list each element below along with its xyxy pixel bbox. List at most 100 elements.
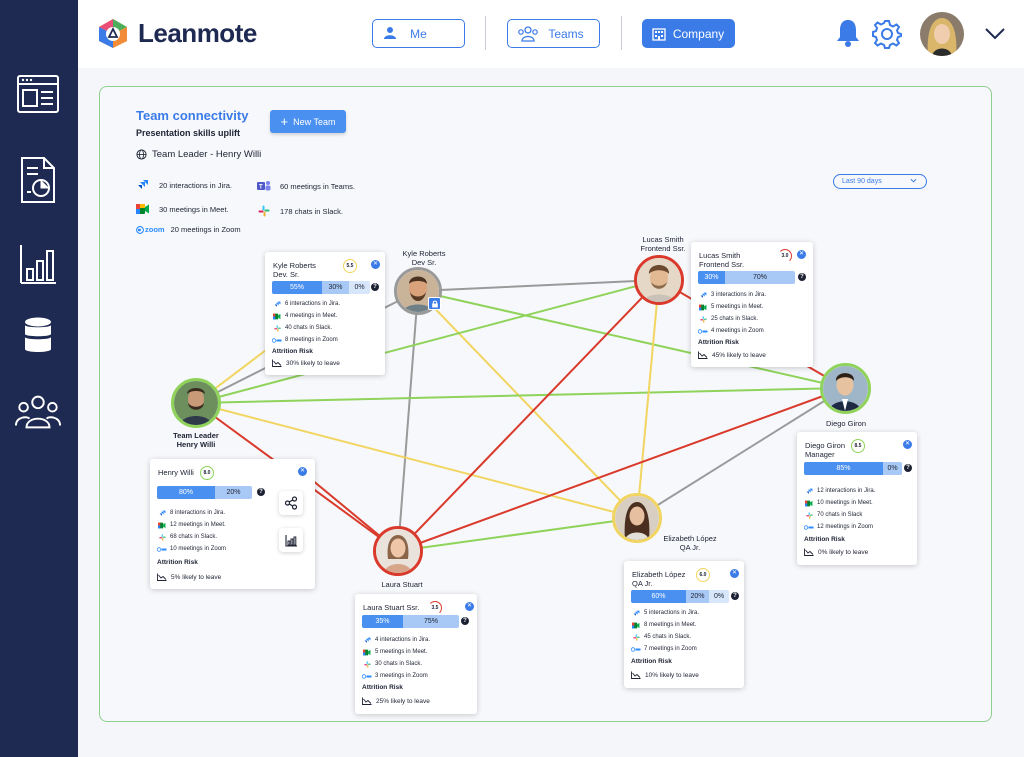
close-icon[interactable]: ✕	[797, 250, 806, 259]
help-icon[interactable]: ?	[904, 464, 912, 472]
stat-zoom: 7 meetings in Zoom	[631, 645, 697, 653]
help-icon[interactable]: ?	[461, 617, 469, 625]
jira-icon	[272, 301, 282, 308]
stat-meet: 10 meetings in Meet.	[804, 499, 873, 507]
node-label-diego: Diego Giron	[825, 419, 867, 428]
stat-zoom: 3 meetings in Zoom	[362, 672, 428, 680]
avatar-elizabeth-lopez[interactable]	[612, 493, 662, 543]
lock-icon	[428, 297, 441, 310]
jira-icon	[698, 292, 708, 299]
stat-jira: 3 interactions in Jira.	[698, 291, 766, 299]
stat-slack: 25 chats in Slack.	[698, 315, 758, 323]
team-users-icon[interactable]	[14, 388, 62, 436]
close-icon[interactable]: ✕	[465, 602, 474, 611]
help-icon[interactable]: ?	[798, 273, 806, 281]
nav-divider	[621, 16, 622, 50]
attrition-value: 5% likely to leave	[157, 573, 221, 581]
new-team-button[interactable]: + New Team	[270, 110, 346, 133]
brand-name: Leanmote	[138, 17, 257, 48]
engagement-bar: 55% 30% 0%	[272, 281, 370, 294]
database-icon[interactable]	[14, 312, 62, 360]
nav-company-label: Company	[672, 26, 725, 41]
stat-meet: 12 meetings in Meet.	[157, 521, 226, 529]
engagement-bar: 60% 20% 0%	[631, 590, 729, 603]
stat-slack: 178 chats in Slack.	[257, 204, 343, 218]
jira-icon	[631, 610, 641, 617]
avatar-lucas-smith[interactable]	[634, 255, 684, 305]
zoom-icon	[631, 646, 641, 652]
stat-slack: 40 chats in Slack.	[272, 324, 332, 332]
google-meet-icon	[362, 649, 372, 656]
stat-jira: 20 interactions in Jira.	[136, 178, 232, 192]
browser-window-icon[interactable]	[14, 70, 62, 118]
stat-meet: 8 meetings in Meet.	[631, 621, 696, 629]
stat-zoom: 4 meetings in Zoom	[698, 327, 764, 335]
trend-chart-icon	[362, 697, 372, 705]
stat-slack: 70 chats in Slack	[804, 511, 862, 519]
leanmote-logo-icon	[99, 19, 127, 48]
help-icon[interactable]: ?	[371, 283, 379, 291]
attrition-value: 10% likely to leave	[631, 671, 699, 679]
report-document-icon[interactable]	[14, 156, 62, 204]
score-badge: 6.0	[696, 568, 710, 582]
close-icon[interactable]: ✕	[298, 467, 307, 476]
slack-icon	[804, 511, 814, 519]
engagement-bar: 80% 20%	[157, 486, 252, 499]
bar-chart-icon[interactable]	[279, 528, 303, 552]
score-badge: 8.0	[200, 466, 214, 480]
slack-icon	[157, 533, 167, 541]
trend-chart-icon	[157, 573, 167, 581]
stat-jira: 8 interactions in Jira.	[157, 509, 225, 517]
jira-icon	[136, 178, 150, 192]
attrition-label: Attrition Risk	[631, 658, 672, 665]
period-select[interactable]: Last 90 days	[833, 174, 927, 189]
link-line	[397, 290, 419, 552]
attrition-label: Attrition Risk	[362, 684, 403, 691]
zoom-icon	[157, 546, 167, 552]
score-badge: 8.5	[851, 439, 865, 453]
help-icon[interactable]: ?	[731, 592, 739, 600]
score-badge: 3.5	[428, 601, 442, 615]
trend-chart-icon	[698, 351, 708, 359]
attrition-value: 25% likely to leave	[362, 697, 430, 705]
stat-zoom: 12 meetings in Zoom	[804, 523, 873, 531]
slack-icon	[698, 315, 708, 323]
bar-chart-icon[interactable]	[14, 240, 62, 288]
nav-me-button[interactable]: Me	[372, 19, 465, 48]
plus-icon: +	[280, 113, 289, 129]
stat-jira: 6 interactions in Jira.	[272, 300, 340, 308]
profile-card-laura: Laura Stuart Ssr. 3.5 ✕ 35% 75% ? 4 inte…	[355, 594, 477, 714]
top-bar: Leanmote Me Teams Company	[78, 0, 1024, 68]
avatar-henry-willi[interactable]	[171, 378, 221, 428]
gear-icon[interactable]	[872, 19, 902, 54]
close-icon[interactable]: ✕	[730, 569, 739, 578]
avatar-diego-giron[interactable]	[820, 363, 871, 414]
brand-logo[interactable]: Leanmote	[94, 12, 257, 54]
close-icon[interactable]: ✕	[903, 440, 912, 449]
jira-icon	[804, 488, 814, 495]
help-icon[interactable]: ?	[257, 488, 265, 496]
close-icon[interactable]: ✕	[371, 260, 380, 269]
nav-company-button[interactable]: Company	[642, 19, 735, 48]
stat-teams: T 60 meetings in Teams.	[257, 179, 355, 193]
stat-meet: 5 meetings in Meet.	[362, 648, 427, 656]
nav-teams-button[interactable]: Teams	[507, 19, 600, 48]
slack-icon	[257, 204, 271, 218]
user-avatar[interactable]	[920, 12, 964, 56]
user-icon	[383, 26, 397, 43]
stat-jira: 4 interactions in Jira.	[362, 636, 430, 644]
avatar-laura-stuart[interactable]	[373, 526, 423, 576]
chevron-down-icon[interactable]	[984, 27, 1006, 46]
stat-meet: 30 meetings in Meet.	[136, 202, 229, 216]
link-line	[397, 517, 638, 552]
share-icon[interactable]	[279, 491, 303, 515]
bell-icon[interactable]	[835, 18, 861, 53]
